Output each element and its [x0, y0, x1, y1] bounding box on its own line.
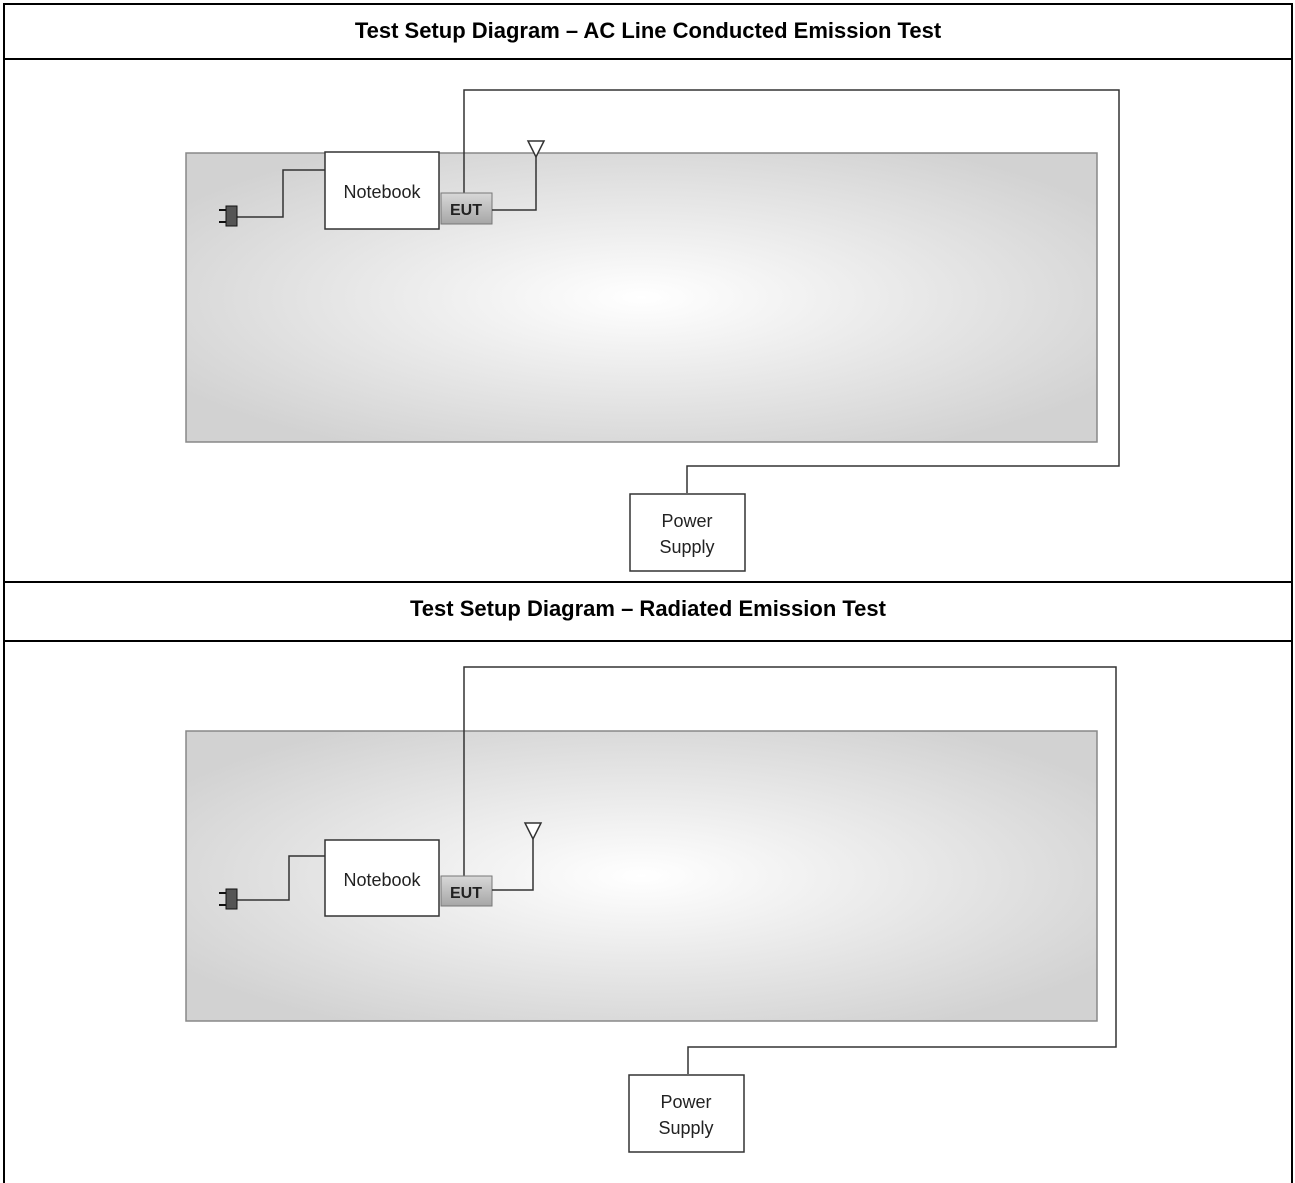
section-title-radiated: Test Setup Diagram – Radiated Emission T… — [410, 596, 886, 621]
ac-line-conducted-setup-diagram: Notebook EUT Power Supply — [185, 89, 1120, 572]
test-table — [185, 730, 1098, 1022]
notebook-box — [324, 151, 440, 230]
notebook-label: Notebook — [343, 870, 421, 890]
eut-box — [440, 875, 493, 907]
power-supply-label-line1: Power — [661, 511, 712, 531]
power-supply-label-line2: Supply — [658, 1118, 713, 1138]
power-cable — [463, 89, 1120, 493]
ac-plug-icon — [219, 205, 238, 227]
power-supply-label-line1: Power — [660, 1092, 711, 1112]
radiated-emission-setup-diagram: Notebook EUT Power Supply — [185, 666, 1117, 1153]
eut-box — [440, 192, 493, 225]
power-supply-box — [629, 493, 746, 572]
power-supply-box — [628, 1074, 745, 1153]
power-supply-label-line2: Supply — [659, 537, 714, 557]
ac-cord — [231, 855, 325, 901]
antenna-icon — [523, 822, 543, 841]
eut-label: EUT — [450, 202, 482, 219]
antenna-cable — [492, 839, 534, 891]
eut-label: EUT — [450, 885, 482, 902]
ac-plug-icon — [219, 888, 238, 910]
test-table — [185, 152, 1098, 443]
divider — [3, 640, 1293, 642]
divider — [3, 581, 1293, 583]
notebook-box — [324, 839, 440, 917]
antenna-cable — [492, 157, 537, 211]
power-cable — [463, 666, 1117, 1074]
section-title-ac-line: Test Setup Diagram – AC Line Conducted E… — [354, 18, 942, 43]
antenna-icon — [526, 140, 546, 159]
top-border — [3, 3, 1293, 5]
divider — [3, 58, 1293, 60]
ac-cord — [231, 169, 325, 218]
notebook-label: Notebook — [343, 182, 421, 202]
document-frame — [3, 3, 1293, 1183]
